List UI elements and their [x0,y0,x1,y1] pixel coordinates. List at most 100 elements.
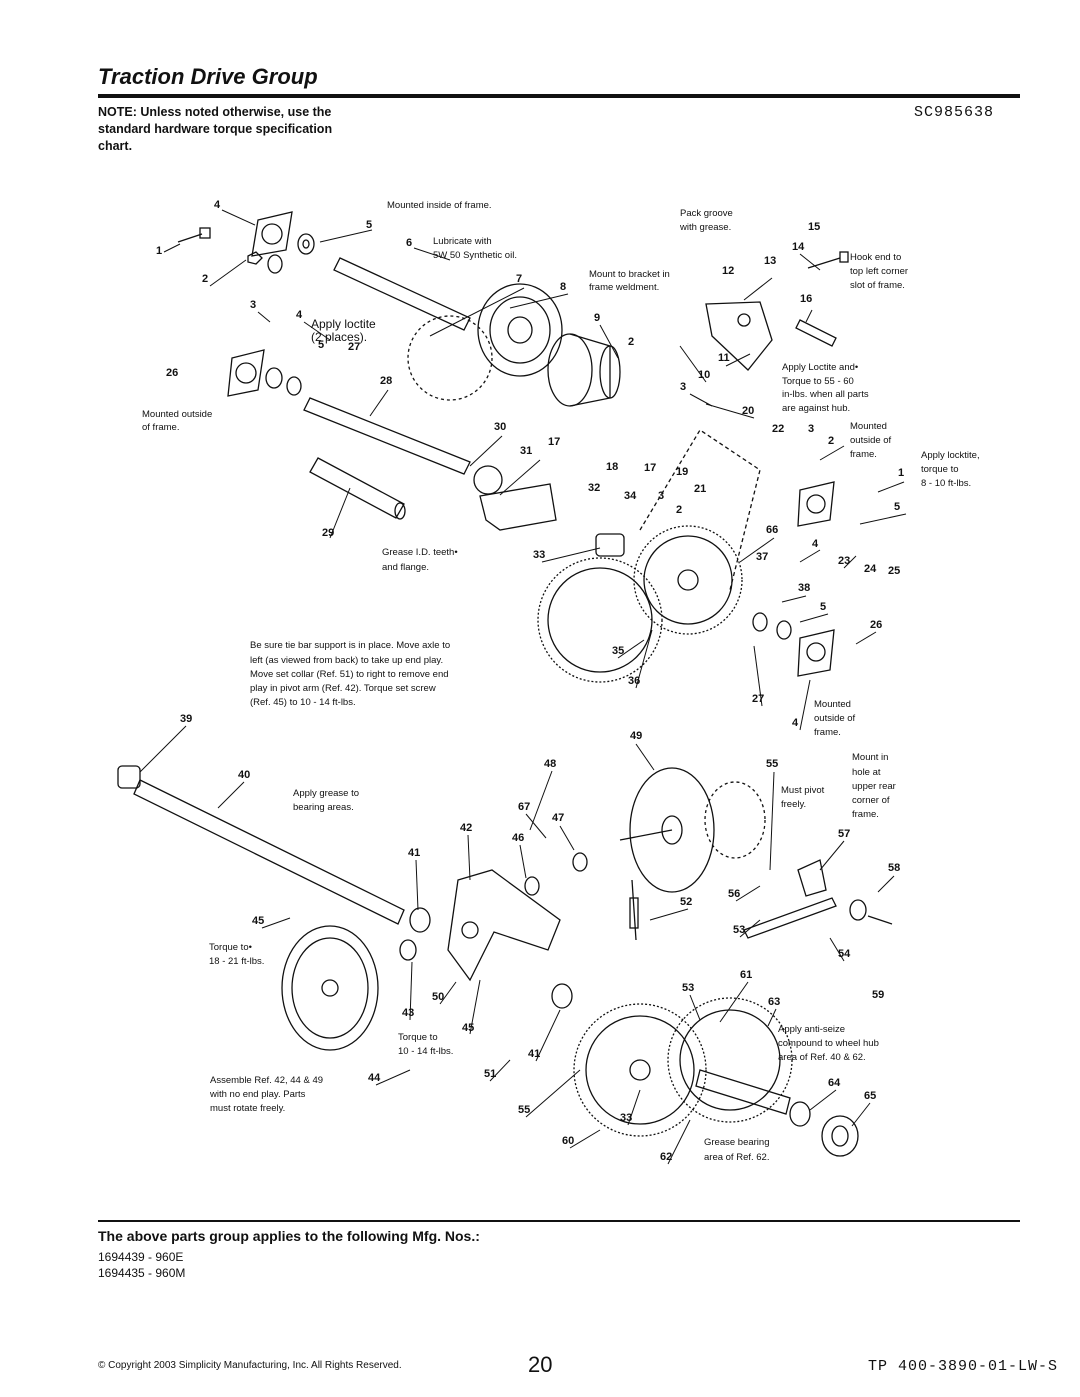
part-callout: 42 [460,822,472,834]
assembly-annotation: slot of frame. [850,280,905,291]
pulley-44 [281,925,379,1051]
document-code: TP 400-3890-01-LW-S [868,1358,1059,1375]
axle-40 [117,765,405,925]
small-bushing [297,233,315,255]
assembly-annotation: Pack groove [680,208,733,219]
part-callout: 32 [588,482,600,494]
section-rule [98,1220,1020,1222]
part-callout: 37 [756,551,768,563]
assembly-annotation: Apply anti-seize [778,1024,845,1035]
gear-hub-dashed [704,781,766,859]
leader-line [809,1089,837,1111]
leader-line [705,403,755,419]
part-callout: 63 [768,996,780,1008]
part-callout: 17 [548,436,560,448]
leader-line [617,639,645,659]
assembly-annotation: Mounted outside [142,409,212,420]
part-callout: 54 [838,948,851,960]
leader-line [877,875,895,893]
copyright: © Copyright 2003 Simplicity Manufacturin… [98,1360,402,1371]
leader-line [799,549,821,563]
right-lower-flange [797,629,835,677]
part-callout: 22 [772,423,784,435]
assembly-annotation: Must pivot [781,785,825,796]
part-callout: 33 [533,549,545,561]
part-callout: 4 [296,309,303,321]
bushing-3 [267,254,283,274]
assembly-annotation: Assemble Ref. 42, 44 & 49 [210,1075,323,1086]
part-callout: 46 [512,832,524,844]
assembly-annotation: outside of [814,713,856,724]
leader-line [851,1102,871,1127]
assembly-annotation: Mounted [814,699,851,710]
leader-line [257,311,271,323]
leader-line [375,1069,411,1086]
part-callout: 2 [628,336,634,348]
leader-line [735,885,761,902]
collar-58 [849,899,893,925]
assembly-annotation: freely. [781,799,806,810]
mfg-number: 1694435 - 960M [98,1266,186,1280]
leader-line [781,595,807,603]
part-callout: 55 [518,1104,530,1116]
title-rule [98,94,1020,98]
hub-drum [547,333,621,407]
leader-line [509,293,569,309]
leader-line [805,309,813,323]
leader-line [599,324,619,359]
assembly-annotation: Apply loctite [311,317,376,331]
assembly-annotation: area of Ref. 62. [704,1152,769,1163]
part-callout: 35 [612,645,624,657]
part-callout: 51 [484,1068,496,1080]
assembly-annotation: are against hub. [782,403,850,414]
leader-line [769,771,775,871]
part-callout: 45 [462,1022,474,1034]
leader-line [535,1009,561,1062]
part-callout: 30 [494,421,506,433]
leader-line [541,547,601,563]
assembly-annotation: 18 - 21 ft-lbs. [209,956,264,967]
assembly-annotation: Torque to [398,1032,438,1043]
part-callout: 14 [792,241,805,253]
washers-46-47 [524,852,588,896]
part-callout: 21 [694,483,706,495]
leader-line [689,393,713,407]
assembly-annotation: frame. [850,449,877,460]
spring-pin-16 [795,319,837,347]
assembly-annotation: corner of [852,795,890,806]
part-callout: 23 [838,555,850,567]
part-callout: 65 [864,1090,876,1102]
part-callout: 28 [380,375,392,387]
leader-line [525,813,547,839]
roller-tube [309,457,406,520]
part-callout: 24 [864,563,877,575]
part-callout: 26 [166,367,178,379]
mfg-number: 1694439 - 960E [98,1250,184,1264]
part-callout: 10 [698,369,710,381]
assembly-annotation: Hook end to [850,252,901,263]
assembly-annotation: compound to wheel hub [778,1038,879,1049]
part-callout: 8 [560,281,566,293]
part-callout: 48 [544,758,556,770]
leader-line [877,481,905,493]
leader-line [725,353,751,367]
hub-shaft-64 [695,1069,811,1127]
leader-line [221,209,256,226]
leader-line [163,243,181,253]
assembly-annotation: Torque to 55 - 60 [782,376,854,387]
part-callout: 20 [742,405,754,417]
leader-line [767,1008,777,1027]
leader-line [415,859,419,911]
assembly-annotation: area of Ref. 40 & 62. [778,1052,866,1063]
sprocket-wheel-disc [477,283,563,377]
assembly-annotation: Mounted [850,421,887,432]
part-callout: 5 [894,501,900,513]
part-callout: 41 [408,847,420,859]
assembly-annotation: 8 - 10 ft-lbs. [921,478,971,489]
assembly-annotation: Mount in [852,752,888,763]
part-callout: 4 [214,199,221,211]
part-callout: 64 [828,1077,841,1089]
leader-line [303,321,331,341]
bearing-41 [409,907,573,1009]
part-callout: 45 [252,915,264,927]
